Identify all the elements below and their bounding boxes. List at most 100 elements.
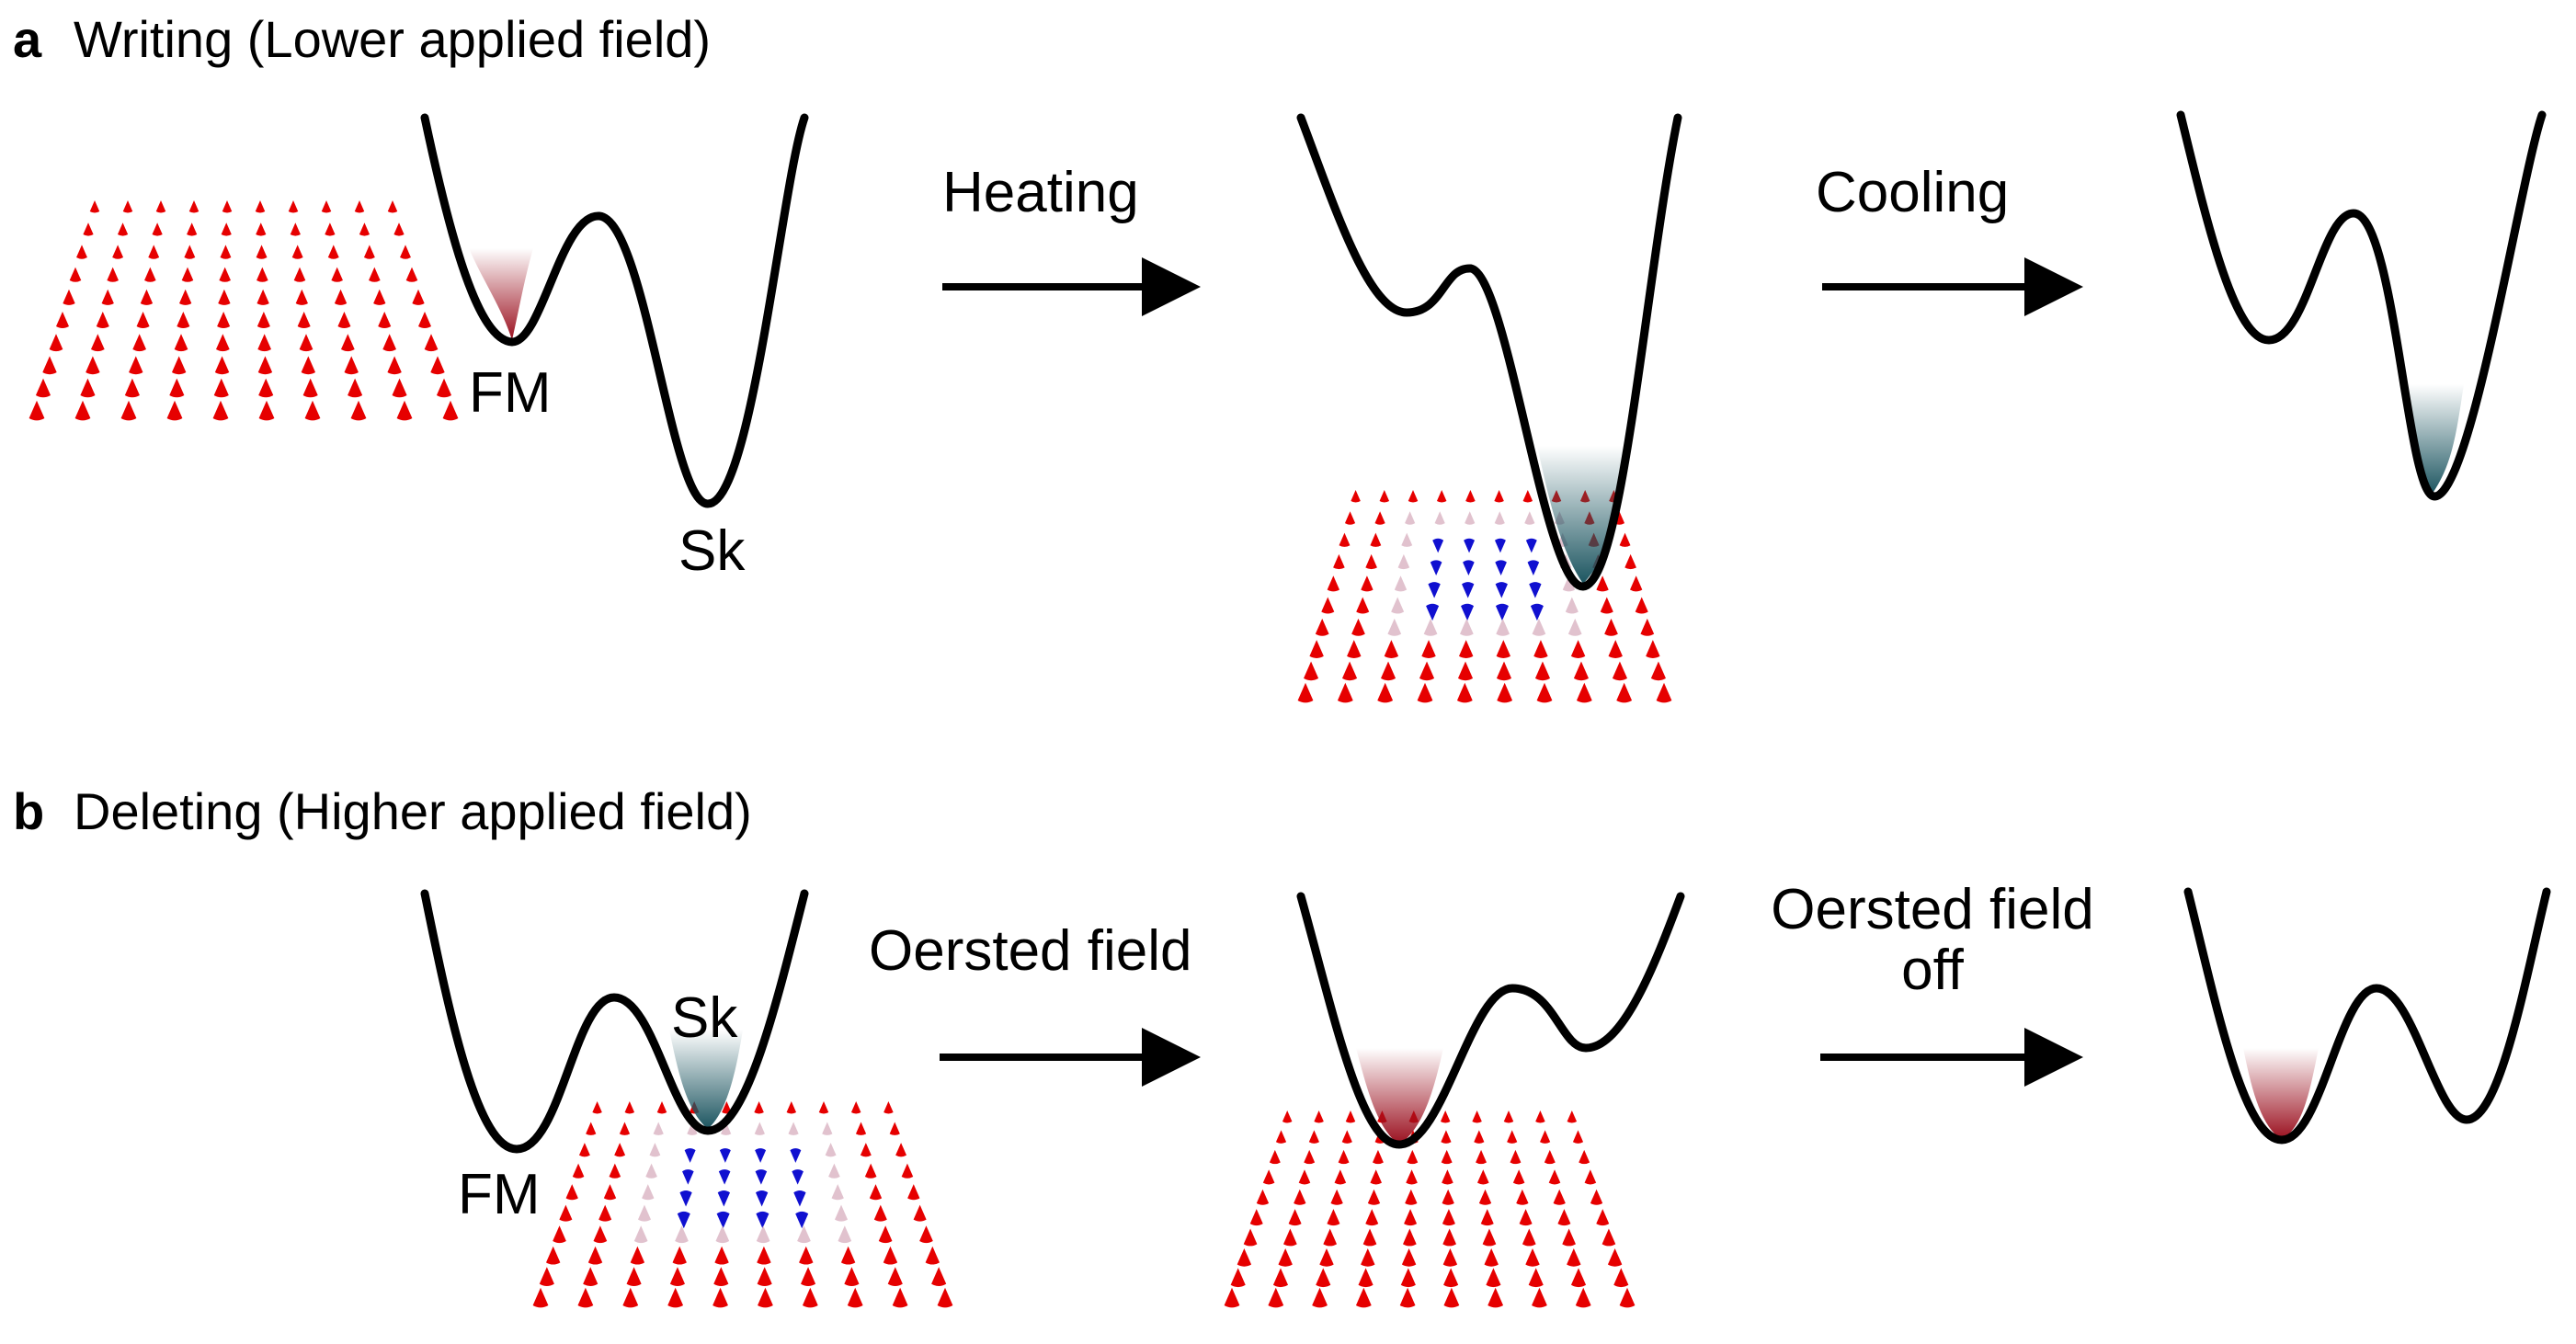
fm-spin (83, 222, 94, 236)
fm-spin (1404, 1209, 1418, 1226)
fm-spin (1553, 1189, 1566, 1205)
fm-spin (144, 267, 156, 282)
fm-spin (331, 267, 343, 282)
fm-spin (1443, 1287, 1460, 1308)
fm-spin (1339, 532, 1351, 547)
fm-spin (418, 312, 431, 328)
fm-spin (565, 1184, 578, 1201)
fm-spin (219, 267, 231, 282)
skyrmion-spin (1495, 603, 1509, 621)
fm-spin (669, 1267, 685, 1286)
fm-spin (887, 1267, 903, 1286)
fm-spin (844, 1267, 860, 1286)
fm-spin (400, 245, 411, 259)
fm-spin (218, 289, 231, 305)
fm-spin (1308, 1130, 1319, 1144)
energy-curve (420, 889, 809, 1154)
fm-spin (258, 400, 275, 421)
fm-spin (855, 1122, 867, 1135)
fm-spin (1576, 682, 1592, 703)
panel-b-title: Deleting (Higher applied field) (74, 782, 752, 840)
fm-spin (177, 312, 190, 328)
fm-spin (1372, 1149, 1384, 1165)
fm-spin (396, 400, 413, 421)
fm-spin (667, 1287, 684, 1308)
fm-spin (864, 1163, 877, 1179)
fm-spin (293, 267, 306, 282)
skyrmion-spin (716, 1211, 730, 1229)
sk-well-fill (1537, 446, 1629, 584)
fm-spin (758, 1287, 773, 1308)
skyrmion-spin (677, 1211, 690, 1229)
fm-spin (1358, 1268, 1373, 1288)
fm-spin (255, 200, 266, 213)
energy-landscape-sk-stable (2176, 110, 2547, 501)
fm-spin (835, 1204, 849, 1222)
skyrmion-spin (1529, 582, 1542, 598)
fm-spin (828, 1163, 840, 1179)
fm-spin (348, 378, 363, 398)
fm-spin (1522, 490, 1533, 503)
fm-spin (1619, 532, 1631, 547)
fm-spin (1275, 1130, 1287, 1144)
fm-spin (1646, 640, 1660, 658)
fm-spin (598, 1204, 612, 1222)
fm-spin (96, 312, 109, 328)
fm-spin (1567, 1111, 1578, 1123)
fm-spin (788, 1122, 799, 1135)
fm-spin (1323, 1228, 1338, 1247)
fm-spin (1384, 640, 1399, 658)
fm-spin (1512, 1169, 1525, 1185)
energy-curve (1296, 892, 1685, 1149)
fm-spin (1524, 511, 1535, 525)
fm-spin (1486, 1268, 1501, 1288)
fm-spin (1442, 1247, 1458, 1267)
fm-spin (878, 1225, 893, 1244)
fm-spin (1379, 490, 1390, 503)
fm-spin (35, 378, 51, 398)
sk-state-label: Sk (678, 519, 746, 583)
fm-spin (136, 312, 150, 328)
fm-spin (1370, 1169, 1383, 1185)
fm-spin (1548, 1169, 1561, 1185)
fm-spin (913, 1204, 927, 1222)
fm-spin (712, 1287, 728, 1308)
fm-spin (539, 1267, 554, 1286)
panel-b: b Deleting (Higher applied field) Sk FM … (13, 782, 2551, 1308)
fm-spin (69, 267, 82, 282)
skyrmion-spin (1461, 603, 1475, 621)
fm-spin (645, 1163, 657, 1179)
fm-spin (559, 1204, 573, 1222)
fm-spin (1497, 682, 1513, 703)
fm-spin (1494, 511, 1505, 525)
fm-spin (256, 267, 268, 282)
sk-state-label: Sk (671, 986, 738, 1050)
fm-spin (1442, 1169, 1453, 1185)
fm-spin (256, 312, 270, 328)
skyrmion-spin (756, 1211, 769, 1229)
fm-spin (1476, 1149, 1487, 1165)
skyrmion-spin (793, 1190, 806, 1207)
fm-spin (321, 200, 332, 213)
skyrmion-spin (719, 1148, 731, 1163)
fm-spin (545, 1246, 561, 1265)
fm-spin (1319, 1247, 1334, 1267)
fm-spin (1394, 575, 1408, 592)
fm-spin (1387, 618, 1402, 636)
skyrmion-spin (1426, 603, 1440, 621)
fm-spin (907, 1184, 920, 1201)
fm-spin (1243, 1228, 1258, 1247)
fm-spin (630, 1246, 645, 1265)
energy-curve (2183, 887, 2551, 1145)
fm-spin (1405, 511, 1416, 525)
fm-spin (892, 1287, 908, 1308)
fm-spin (818, 1101, 829, 1114)
fm-spin (393, 222, 405, 236)
fm-spin (1314, 1111, 1324, 1123)
fm-spin (1407, 1149, 1419, 1165)
fm-spin (181, 267, 194, 282)
fm-spin (1237, 1247, 1252, 1267)
fm-spin (1283, 1228, 1297, 1247)
fm-spin (1476, 1169, 1489, 1185)
fm-spin (587, 1246, 603, 1265)
